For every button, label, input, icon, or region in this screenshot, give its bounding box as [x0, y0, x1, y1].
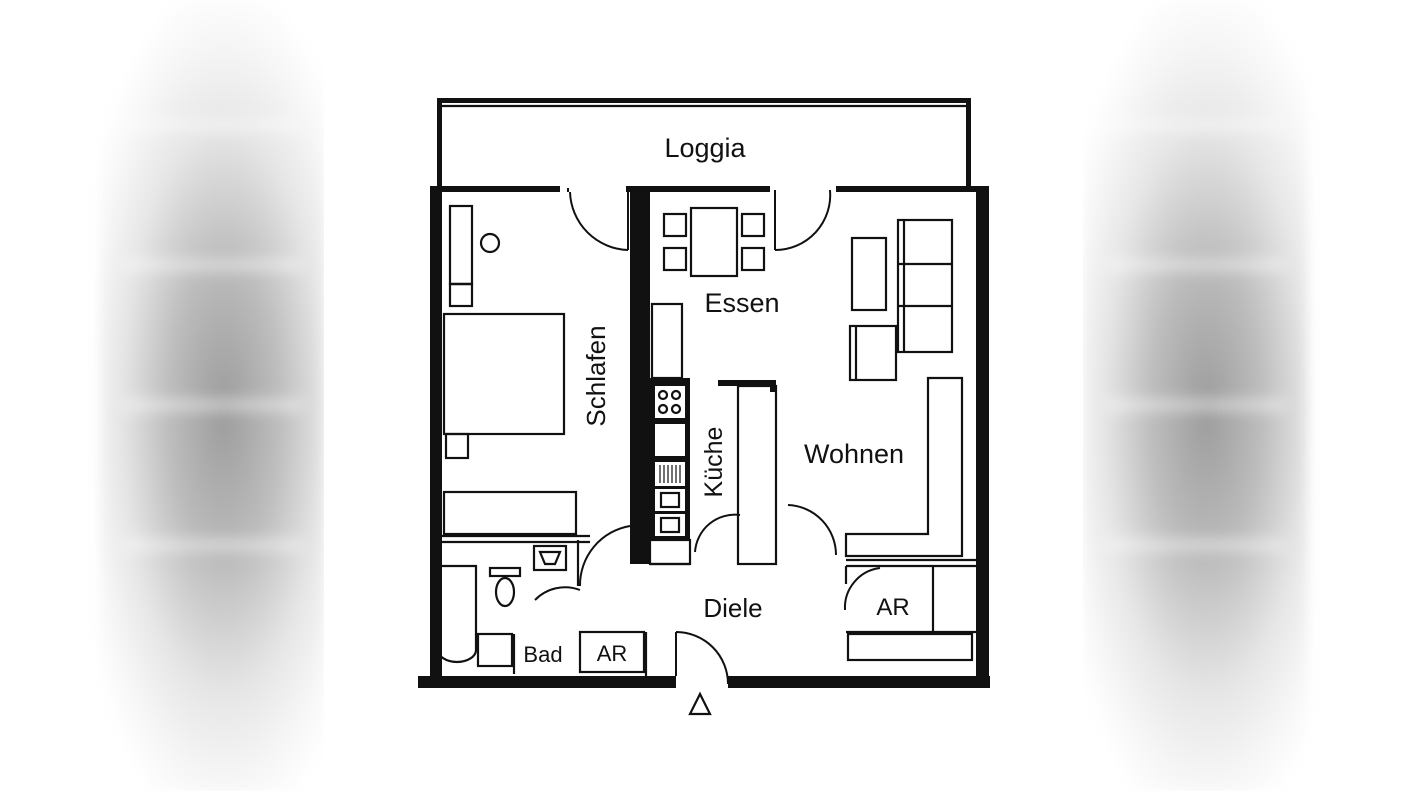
kitchen-units	[648, 302, 778, 566]
doors	[534, 188, 881, 685]
room-labels: Loggia Schlafen Essen Küche Wohnen Diele…	[523, 133, 909, 667]
label-diele: Diele	[703, 593, 762, 623]
blurred-background-left	[100, 0, 325, 791]
label-ar-right: AR	[876, 594, 909, 621]
label-kueche: Küche	[700, 427, 728, 498]
entrance-triangle-icon	[688, 691, 712, 716]
label-bad: Bad	[523, 642, 562, 667]
exterior-walls	[418, 186, 990, 688]
label-ar-bad: AR	[597, 641, 628, 666]
label-schlafen: Schlafen	[581, 325, 611, 426]
living-room-furniture	[844, 218, 964, 558]
label-essen: Essen	[704, 288, 779, 318]
label-loggia: Loggia	[664, 133, 746, 163]
storage-right-furniture	[846, 632, 974, 662]
bathroom-fixtures	[436, 544, 648, 676]
loggia-area	[437, 98, 971, 190]
label-wohnen: Wohnen	[804, 439, 904, 469]
dining-furniture	[662, 206, 766, 278]
bedroom-furniture	[442, 204, 578, 536]
blurred-background-right	[1083, 0, 1308, 791]
interior-walls	[442, 190, 976, 634]
